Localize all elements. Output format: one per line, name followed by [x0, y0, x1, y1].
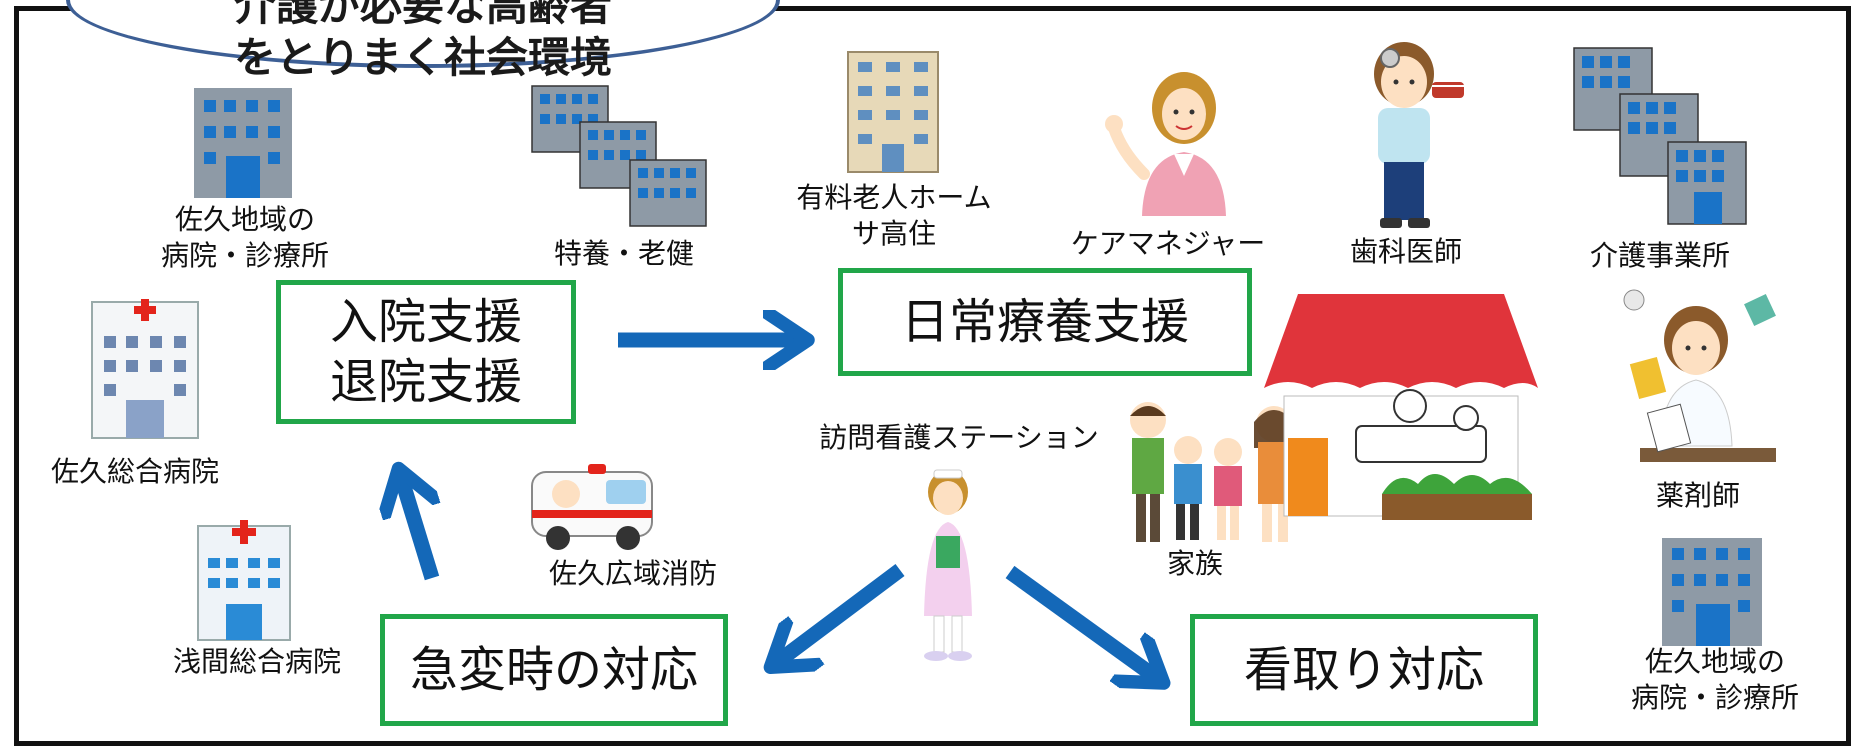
arrow-emergency-to-admission — [402, 480, 432, 581]
daily-care-support-box: 日常療養支援 — [838, 268, 1252, 376]
care-business-buildings-icon — [1572, 46, 1750, 228]
end-of-life-care-box: 看取り対応 — [1190, 614, 1538, 726]
asama-general-hospital-icon — [196, 518, 292, 642]
visiting-nursing-station-label: 訪問看護ステーション — [819, 421, 1099, 454]
pharmacist-icon — [1600, 278, 1780, 464]
apartment-building-icon — [846, 50, 940, 174]
family-label: 家族 — [1166, 547, 1223, 580]
end-of-life-box-label: 看取り対応 — [1243, 642, 1484, 698]
saku-clinics-bottom-line-2: 病院・診療所 — [1630, 681, 1799, 714]
saku-general-hospital-label: 佐久総合病院 — [50, 455, 219, 488]
care-business-label: 介護事業所 — [1589, 239, 1730, 272]
arrow-nurse-to-end-of-life — [1005, 565, 1154, 676]
dentist-label: 歯科医師 — [1349, 235, 1462, 268]
yuryo-line-2: サ高住 — [851, 217, 936, 250]
admission-discharge-support-box: 入院支援 退院支援 — [276, 280, 576, 424]
emergency-box-label: 急変時の対応 — [409, 642, 698, 698]
clinic-building-bottom-icon — [1660, 536, 1764, 648]
ambulance-icon — [528, 462, 658, 554]
saku-fire-department-label: 佐久広域消防 — [548, 557, 717, 590]
arrow-nurse-to-emergency — [780, 564, 905, 660]
diagram-title: 介護が必要な高齢者 をとりまく社会環境 — [66, 0, 780, 84]
yuryo-line-1: 有料老人ホーム — [796, 181, 992, 214]
tokuyo-label: 特養・老健 — [553, 237, 694, 270]
saku-general-hospital-icon — [90, 296, 200, 440]
asama-general-hospital-label: 浅間総合病院 — [172, 645, 341, 678]
dentist-person-icon — [1348, 36, 1468, 230]
emergency-response-box: 急変時の対応 — [380, 614, 728, 726]
saku-clinics-top-line-2: 病院・診療所 — [160, 239, 329, 272]
admission-box-line-2: 退院支援 — [329, 354, 522, 410]
daily-box-label: 日常療養支援 — [900, 294, 1189, 350]
home-care-house-icon — [1258, 288, 1544, 528]
admission-box-line-1: 入院支援 — [329, 294, 522, 350]
care-manager-person-icon — [1092, 66, 1242, 216]
yuryo-home-label: 有料老人ホーム サ高住 — [794, 180, 994, 252]
nursing-facility-buildings-icon — [530, 84, 710, 228]
visiting-nurse-icon — [906, 466, 990, 662]
title-line-2: をとりまく社会環境 — [233, 33, 612, 82]
pharmacist-label: 薬剤師 — [1655, 479, 1740, 512]
clinic-building-icon — [192, 86, 294, 200]
saku-clinics-top-label: 佐久地域の 病院・診療所 — [150, 202, 340, 274]
saku-clinics-bottom-line-1: 佐久地域の — [1644, 645, 1785, 678]
title-line-1: 介護が必要な高齢者 — [233, 0, 612, 30]
saku-clinics-top-line-1: 佐久地域の — [174, 203, 315, 236]
care-manager-label: ケアマネジャー — [1070, 227, 1266, 260]
saku-clinics-bottom-label: 佐久地域の 病院・診療所 — [1620, 644, 1810, 716]
